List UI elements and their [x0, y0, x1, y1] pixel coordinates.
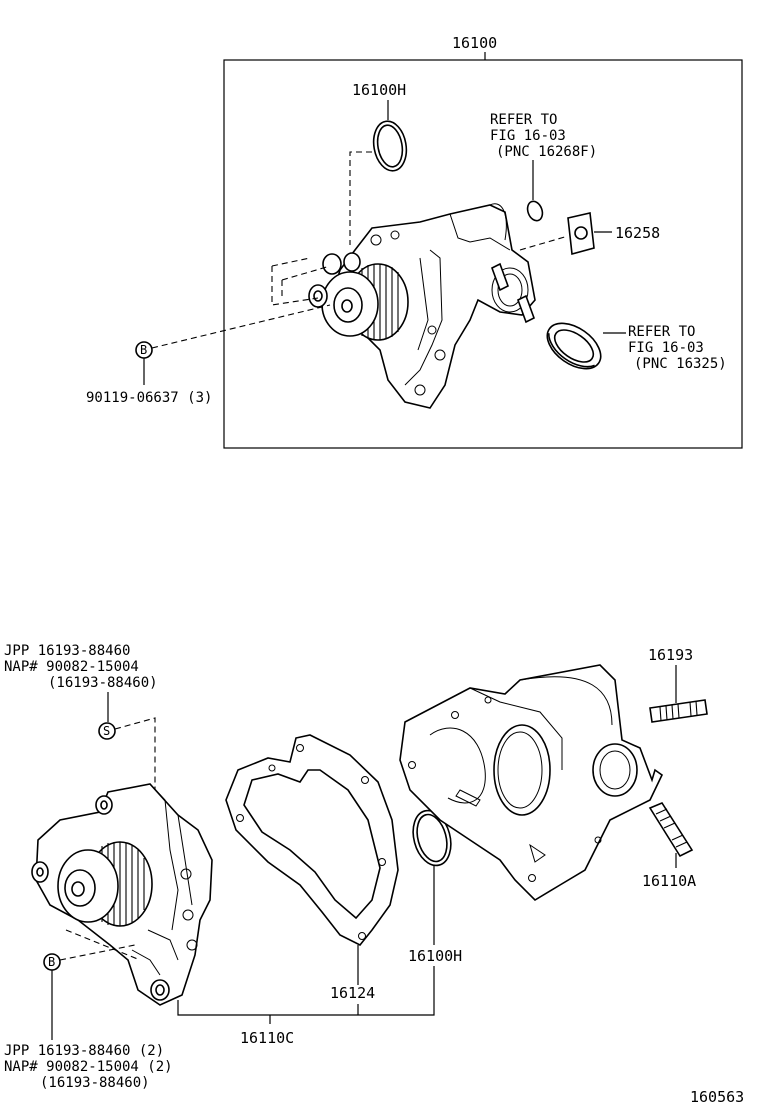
refer-large-line1: REFER TO [628, 324, 695, 340]
exploded-group: JPP 16193-88460 NAP# 90082-15004 (16193-… [4, 643, 708, 1091]
small-oring [526, 200, 544, 222]
stud-16110a-label: 16110A [642, 872, 696, 890]
water-pump-drawing [31, 783, 213, 1006]
bolt-part-label: 90119-06637 (3) [86, 390, 212, 406]
refer-large-line3: (PNC 16325) [634, 356, 727, 372]
small-gasket [567, 212, 595, 256]
bolt-note-line2: NAP# 90082-15004 (2) [4, 1059, 173, 1075]
stud-guide [114, 717, 156, 815]
assembly-part-number: 16100 [452, 34, 497, 52]
stud-s-symbol [98, 722, 116, 740]
stud-note-line3: (16193-88460) [48, 675, 158, 691]
gasket-guide [519, 235, 569, 251]
top-oring [372, 120, 408, 172]
bolt-b-letter: B [140, 343, 147, 357]
top-oring-guide [349, 151, 372, 245]
bolt-note-line1: JPP 16193-88460 (2) [4, 1043, 164, 1059]
top-oring-label: 16100H [352, 81, 406, 99]
refer-small-line2: FIG 16-03 [490, 128, 566, 144]
refer-small-line1: REFER TO [490, 112, 557, 128]
refer-small-line3: (PNC 16268F) [496, 144, 597, 160]
refer-large-line2: FIG 16-03 [628, 340, 704, 356]
pump-assembly-drawing [271, 203, 536, 409]
stud-16193-drawing [649, 699, 708, 723]
gasket-16124-drawing [225, 734, 399, 947]
stud-16110a-drawing [648, 802, 694, 858]
pump-assy-label: 16110C [240, 1029, 294, 1047]
gasket-16124-label: 16124 [330, 984, 375, 1002]
exploded-oring [412, 809, 452, 867]
gasket-label: 16258 [615, 224, 660, 242]
assembly-group: 16100 16100H REFER TO FIG 16-03 (PNC 162… [86, 34, 743, 449]
stud-s-letter: S [103, 724, 110, 738]
assembly-frame [223, 59, 743, 449]
bolt-note-line3: (16193-88460) [40, 1075, 150, 1091]
pump-assy-bracket [177, 966, 435, 1016]
stud-note-line2: NAP# 90082-15004 [4, 659, 139, 675]
bolt2-guide [59, 944, 136, 961]
bolt2-b-letter: B [48, 955, 55, 969]
housing-drawing [399, 664, 664, 902]
stud-note-line1: JPP 16193-88460 [4, 643, 130, 659]
bolt-guide [151, 304, 331, 349]
stud-16193-label: 16193 [648, 646, 693, 664]
figure-id: 160563 [690, 1088, 744, 1106]
exploded-oring-label: 16100H [408, 947, 462, 965]
large-seal [546, 322, 602, 370]
